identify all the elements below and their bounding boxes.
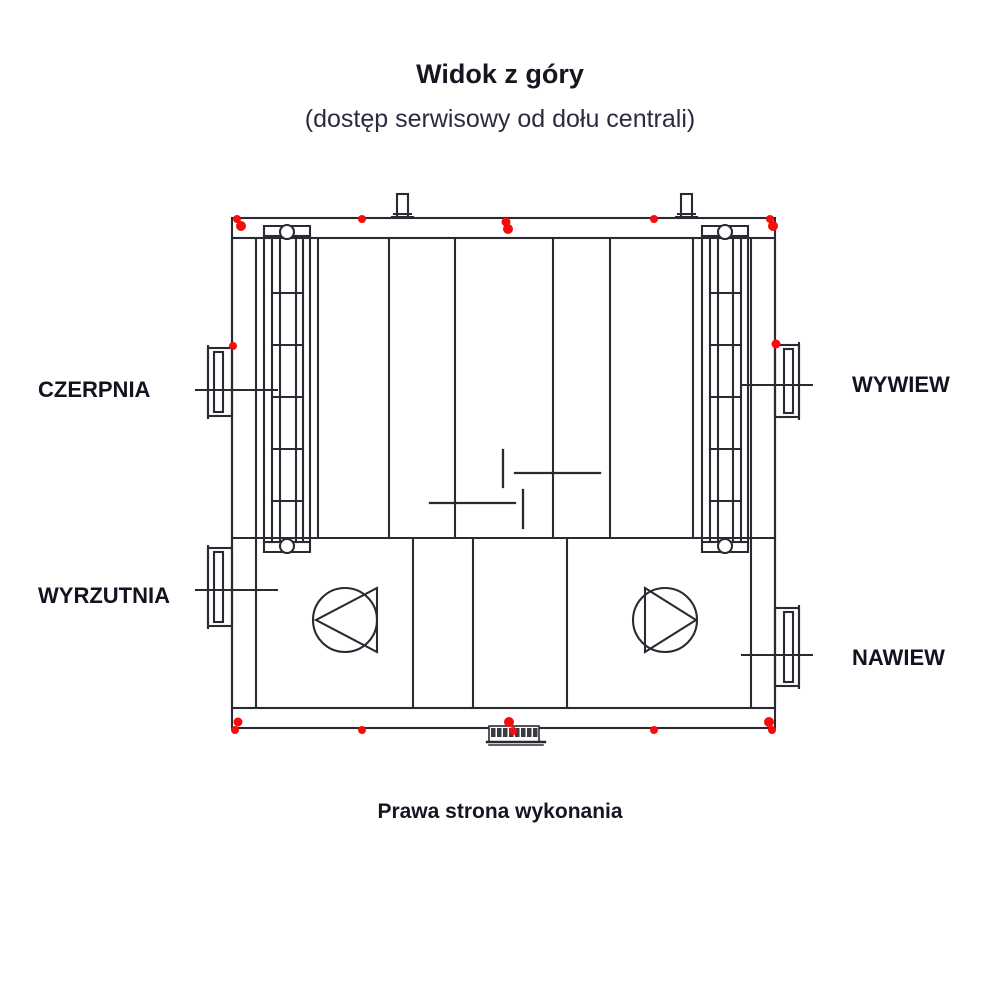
fan-left-icon [311,586,379,654]
roof-stack-right-icon [674,192,699,219]
mount-markers [229,215,781,735]
label-wywiew: WYWIEW [852,372,950,397]
label-nawiew: NAWIEW [852,645,945,670]
leader-lines [195,384,813,656]
port-wyrzutnia [206,544,234,630]
filter-right-top-bracket [700,223,750,241]
roof-stack-left-icon [390,192,415,219]
filter-right-cartridge [700,234,750,544]
centre-detail-marks [428,448,602,530]
page-title: Widok z góry [416,59,584,89]
upper-section-dividers [254,236,753,540]
port-czerpnia [206,344,234,420]
label-czerpnia: CZERPNIA [38,377,151,402]
port-nawiew [773,604,801,690]
lower-section-dividers [254,536,753,710]
filter-left-bottom-bracket [262,537,312,555]
filter-right-bottom-bracket [700,537,750,555]
label-wyrzutnia: WYRZUTNIA [38,583,170,608]
footer-caption: Prawa strona wykonania [377,800,623,823]
filter-left-top-bracket [262,223,312,241]
port-wywiew [773,341,801,421]
fan-right-icon [631,586,699,654]
page-subtitle: (dostęp serwisowy od dołu centrali) [304,105,696,133]
unit-inner-body [230,236,777,710]
